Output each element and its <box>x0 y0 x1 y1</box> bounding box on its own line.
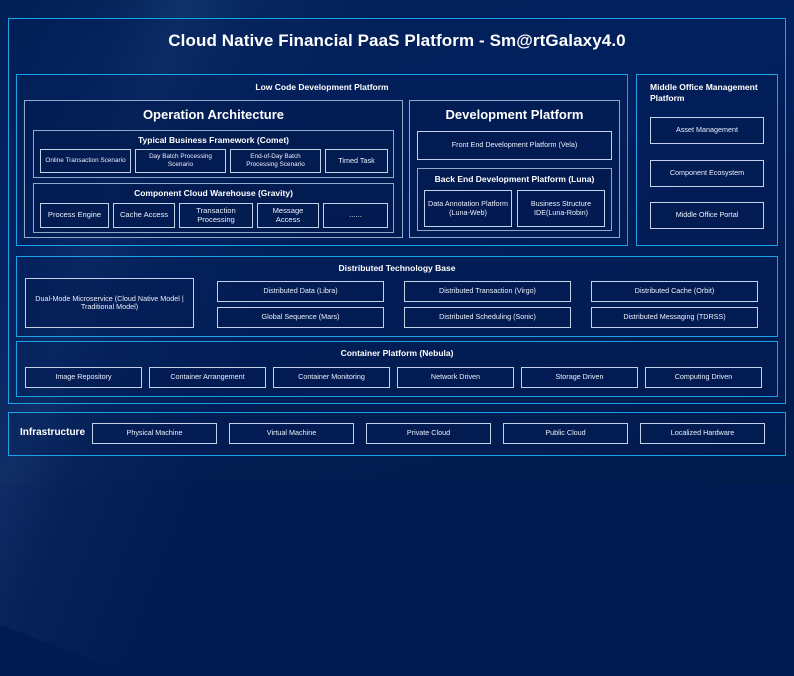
operation-architecture-heading: Operation Architecture <box>142 107 285 122</box>
back-end-development-platform-heading: Back End Development Platform (Luna) <box>434 174 595 184</box>
component-cloud-warehouse-heading: Component Cloud Warehouse (Gravity) <box>134 188 293 198</box>
middle-office-management-platform-heading: Middle Office Management Platform <box>650 82 758 104</box>
node-process-engine[interactable]: Process Engine <box>40 203 109 228</box>
distributed-technology-base-heading: Distributed Technology Base <box>338 263 456 273</box>
node-end-of-day-batch-processing-scenario[interactable]: End-of-Day Batch Processing Scenario <box>230 149 321 173</box>
infrastructure-label: Infrastructure <box>20 427 86 438</box>
node-container-arrangement[interactable]: Container Arrangement <box>149 367 266 388</box>
node-computing-driven[interactable]: Computing Driven <box>645 367 762 388</box>
node-storage-driven[interactable]: Storage Driven <box>521 367 638 388</box>
node-distributed-scheduling[interactable]: Distributed Scheduling (Sonic) <box>404 307 571 328</box>
node-day-batch-processing-scenario[interactable]: Day Batch Processing Scenario <box>135 149 226 173</box>
node-distributed-messaging[interactable]: Distributed Messaging (TDRSS) <box>591 307 758 328</box>
node-message-access[interactable]: Message Access <box>257 203 319 228</box>
node-localized-hardware[interactable]: Localized Hardware <box>640 423 765 444</box>
node-online-transaction-scenario[interactable]: Online Transaction Scenario <box>40 149 131 173</box>
typical-business-framework-heading: Typical Business Framework (Comet) <box>138 135 289 145</box>
node-more-ellipsis[interactable]: ...... <box>323 203 388 228</box>
node-asset-management[interactable]: Asset Management <box>650 117 764 144</box>
node-middle-office-portal[interactable]: Middle Office Portal <box>650 202 764 229</box>
node-component-ecosystem[interactable]: Component Ecosystem <box>650 160 764 187</box>
node-data-annotation-platform[interactable]: Data Annotation Platform (Luna-Web) <box>424 190 512 227</box>
node-network-driven[interactable]: Network Driven <box>397 367 514 388</box>
low-code-development-platform-heading: Low Code Development Platform <box>255 82 389 92</box>
node-public-cloud[interactable]: Public Cloud <box>503 423 628 444</box>
node-dual-mode-microservice[interactable]: Dual-Mode Microservice (Cloud Native Mod… <box>25 278 194 328</box>
node-transaction-processing[interactable]: Transaction Processing <box>179 203 253 228</box>
node-distributed-transaction[interactable]: Distributed Transaction (Virgo) <box>404 281 571 302</box>
node-global-sequence[interactable]: Global Sequence (Mars) <box>217 307 384 328</box>
container-platform-heading: Container Platform (Nebula) <box>340 348 454 358</box>
node-physical-machine[interactable]: Physical Machine <box>92 423 217 444</box>
node-front-end-development-platform[interactable]: Front End Development Platform (Vela) <box>417 131 612 160</box>
node-distributed-cache[interactable]: Distributed Cache (Orbit) <box>591 281 758 302</box>
node-distributed-data[interactable]: Distributed Data (Libra) <box>217 281 384 302</box>
node-virtual-machine[interactable]: Virtual Machine <box>229 423 354 444</box>
node-image-repository[interactable]: Image Repository <box>25 367 142 388</box>
node-business-structure-ide[interactable]: Business Structure IDE(Luna-Robin) <box>517 190 605 227</box>
page-title: Cloud Native Financial PaaS Platform - S… <box>168 31 626 50</box>
node-cache-access[interactable]: Cache Access <box>113 203 175 228</box>
development-platform-heading: Development Platform <box>445 107 584 122</box>
node-container-monitoring[interactable]: Container Monitoring <box>273 367 390 388</box>
node-timed-task[interactable]: Timed Task <box>325 149 388 173</box>
architecture-diagram: Cloud Native Financial PaaS Platform - S… <box>8 18 786 456</box>
node-private-cloud[interactable]: Private Cloud <box>366 423 491 444</box>
